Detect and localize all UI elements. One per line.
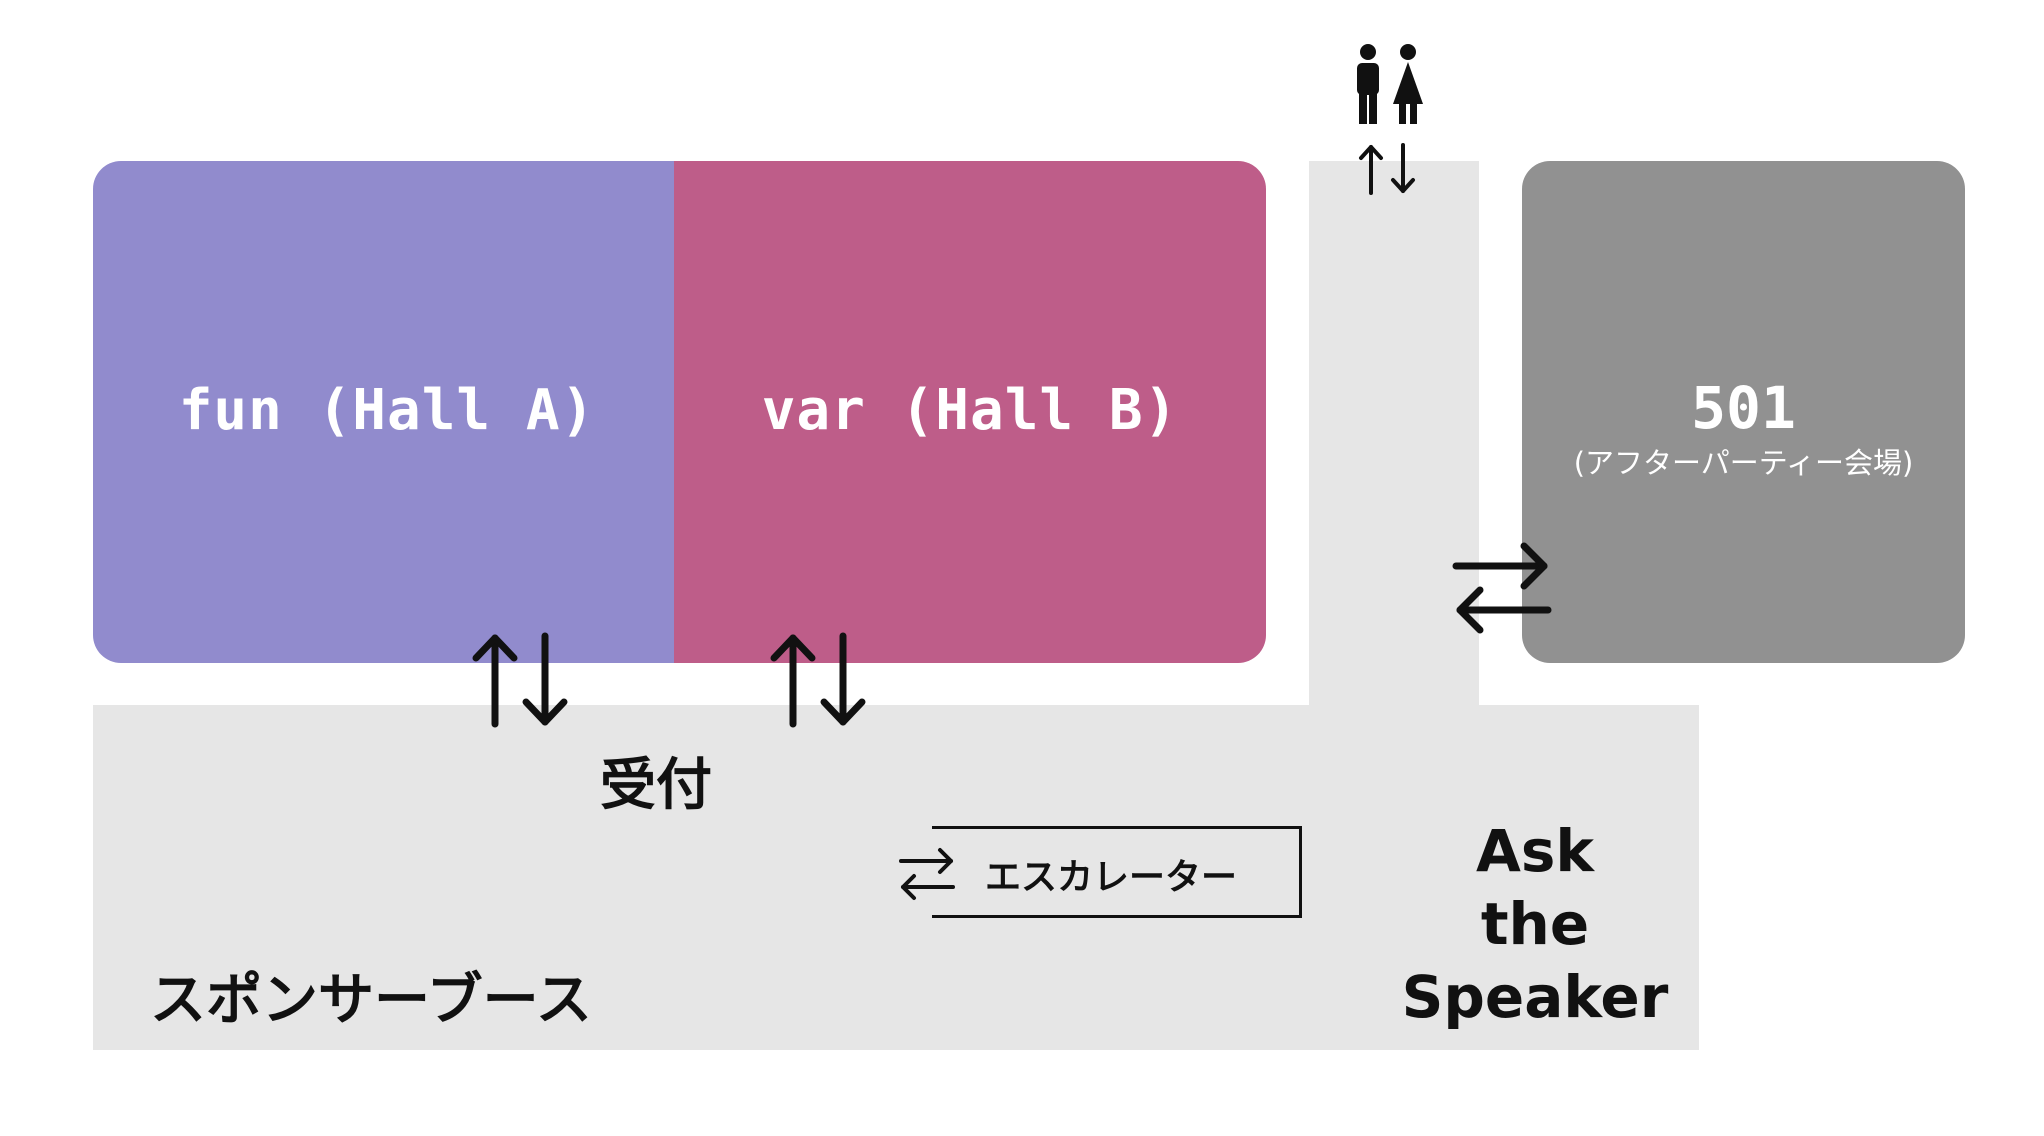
- room-501: [1522, 161, 1965, 663]
- sponsor-booth-label: スポンサーブース: [150, 968, 592, 1033]
- restroom-corridor: [1309, 161, 1479, 721]
- hall-a-up-down-arrows-icon: [472, 632, 568, 728]
- restroom-up-down-arrows-icon: [1359, 143, 1415, 195]
- ask-line-3: Speaker: [1401, 963, 1669, 1031]
- escalator-left-right-arrows-icon: [899, 848, 955, 900]
- hall-b-up-down-arrows-icon: [770, 632, 866, 728]
- room-501-number: 501: [1691, 374, 1796, 442]
- room-501-subtitle: (アフターパーティー会場): [1573, 446, 1914, 480]
- ask-the-speaker-label: Ask the Speaker: [1400, 815, 1670, 1034]
- room-501-left-right-arrows-icon: [1452, 542, 1552, 634]
- ask-line-2: the: [1480, 890, 1590, 958]
- hall-b-label: var (Hall B): [761, 378, 1179, 443]
- hall-a-label: fun (Hall A): [178, 378, 596, 443]
- main-corridor: [93, 705, 1699, 1050]
- escalator-box: [932, 826, 1302, 918]
- escalator-label: エスカレーター: [985, 857, 1238, 898]
- hall-b-room: [674, 161, 1266, 663]
- restroom-icon: [1357, 44, 1423, 124]
- hall-a-room: [93, 161, 681, 663]
- reception-label: 受付: [600, 753, 712, 818]
- ask-line-1: Ask: [1476, 817, 1594, 885]
